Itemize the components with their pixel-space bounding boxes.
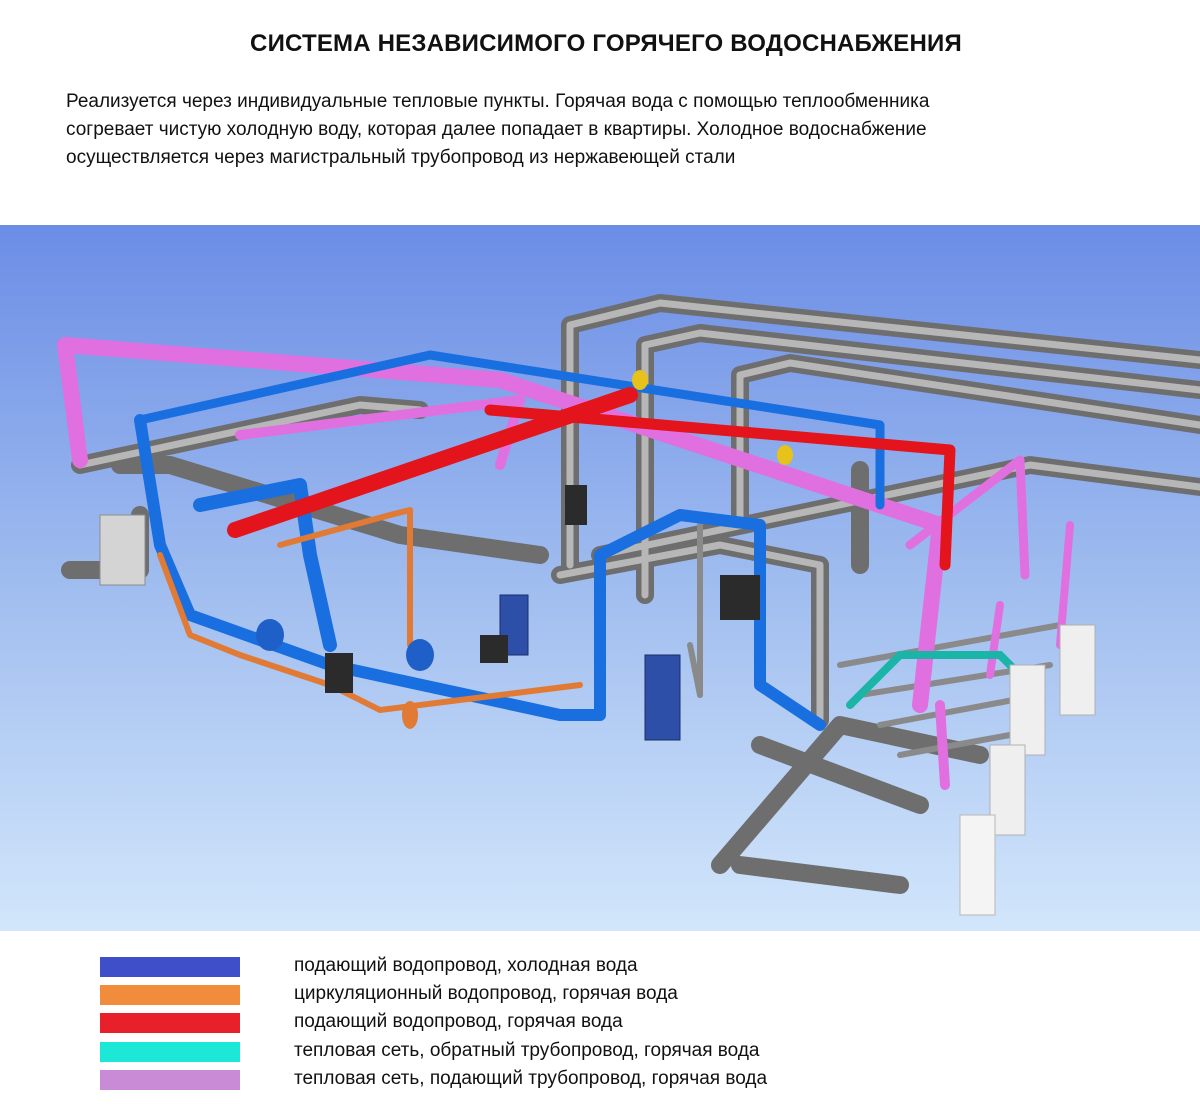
valve-orange-1 xyxy=(402,701,418,729)
legend-swatch xyxy=(100,1042,240,1062)
legend-item-hot-circulation: циркуляционный водопровод, горячая вода xyxy=(100,983,1000,1005)
hot-supply-pipes xyxy=(227,387,956,571)
legend-item-cold-supply: подающий водопровод, холодная вода xyxy=(100,955,1000,977)
description-line-2: согревает чистую холодную воду, которая … xyxy=(66,119,927,140)
valve-blue-2 xyxy=(406,639,434,671)
legend-item-network-supply: тепловая сеть, подающий трубопровод, гор… xyxy=(100,1068,1000,1090)
heat-exchanger-2 xyxy=(644,654,681,741)
pump-3 xyxy=(720,575,760,620)
valve-yellow-2 xyxy=(777,445,793,465)
legend-swatch xyxy=(100,1013,240,1033)
legend-swatch xyxy=(100,1070,240,1090)
plate-exchanger-d xyxy=(959,814,996,916)
equipment xyxy=(99,370,1096,916)
legend: подающий водопровод, холодная вода цирку… xyxy=(0,955,1200,1105)
legend-swatch xyxy=(100,985,240,1005)
legend-item-network-return: тепловая сеть, обратный трубопровод, гор… xyxy=(100,1040,1000,1062)
plate-exchanger-b xyxy=(1009,664,1046,756)
page-title: СИСТЕМА НЕЗАВИСИМОГО ГОРЯЧЕГО ВОДОСНАБЖЕ… xyxy=(250,30,962,57)
legend-label: тепловая сеть, подающий трубопровод, гор… xyxy=(294,1068,768,1089)
legend-label: подающий водопровод, горячая вода xyxy=(294,1011,623,1032)
description: Реализуется через индивидуальные тепловы… xyxy=(66,88,1146,172)
legend-label: тепловая сеть, обратный трубопровод, гор… xyxy=(294,1040,760,1061)
legend-label: подающий водопровод, холодная вода xyxy=(294,955,638,976)
valve-yellow-1 xyxy=(632,370,648,390)
legend-item-hot-supply: подающий водопровод, горячая вода xyxy=(100,1011,1000,1033)
valve-blue-1 xyxy=(256,619,284,651)
piping-svg xyxy=(0,225,1200,931)
description-line-1: Реализуется через индивидуальные тепловы… xyxy=(66,91,930,112)
pump-2 xyxy=(480,635,508,663)
valve-block-1 xyxy=(565,485,587,525)
left-heat-exchanger xyxy=(99,514,146,586)
plate-exchanger-c xyxy=(989,744,1026,836)
legend-swatch xyxy=(100,957,240,977)
description-line-3: осуществляется через магистральный трубо… xyxy=(66,147,736,168)
pump-1 xyxy=(325,653,353,693)
piping-3d-diagram xyxy=(0,225,1200,931)
legend-label: циркуляционный водопровод, горячая вода xyxy=(294,983,678,1004)
plate-exchanger-a xyxy=(1059,624,1096,716)
